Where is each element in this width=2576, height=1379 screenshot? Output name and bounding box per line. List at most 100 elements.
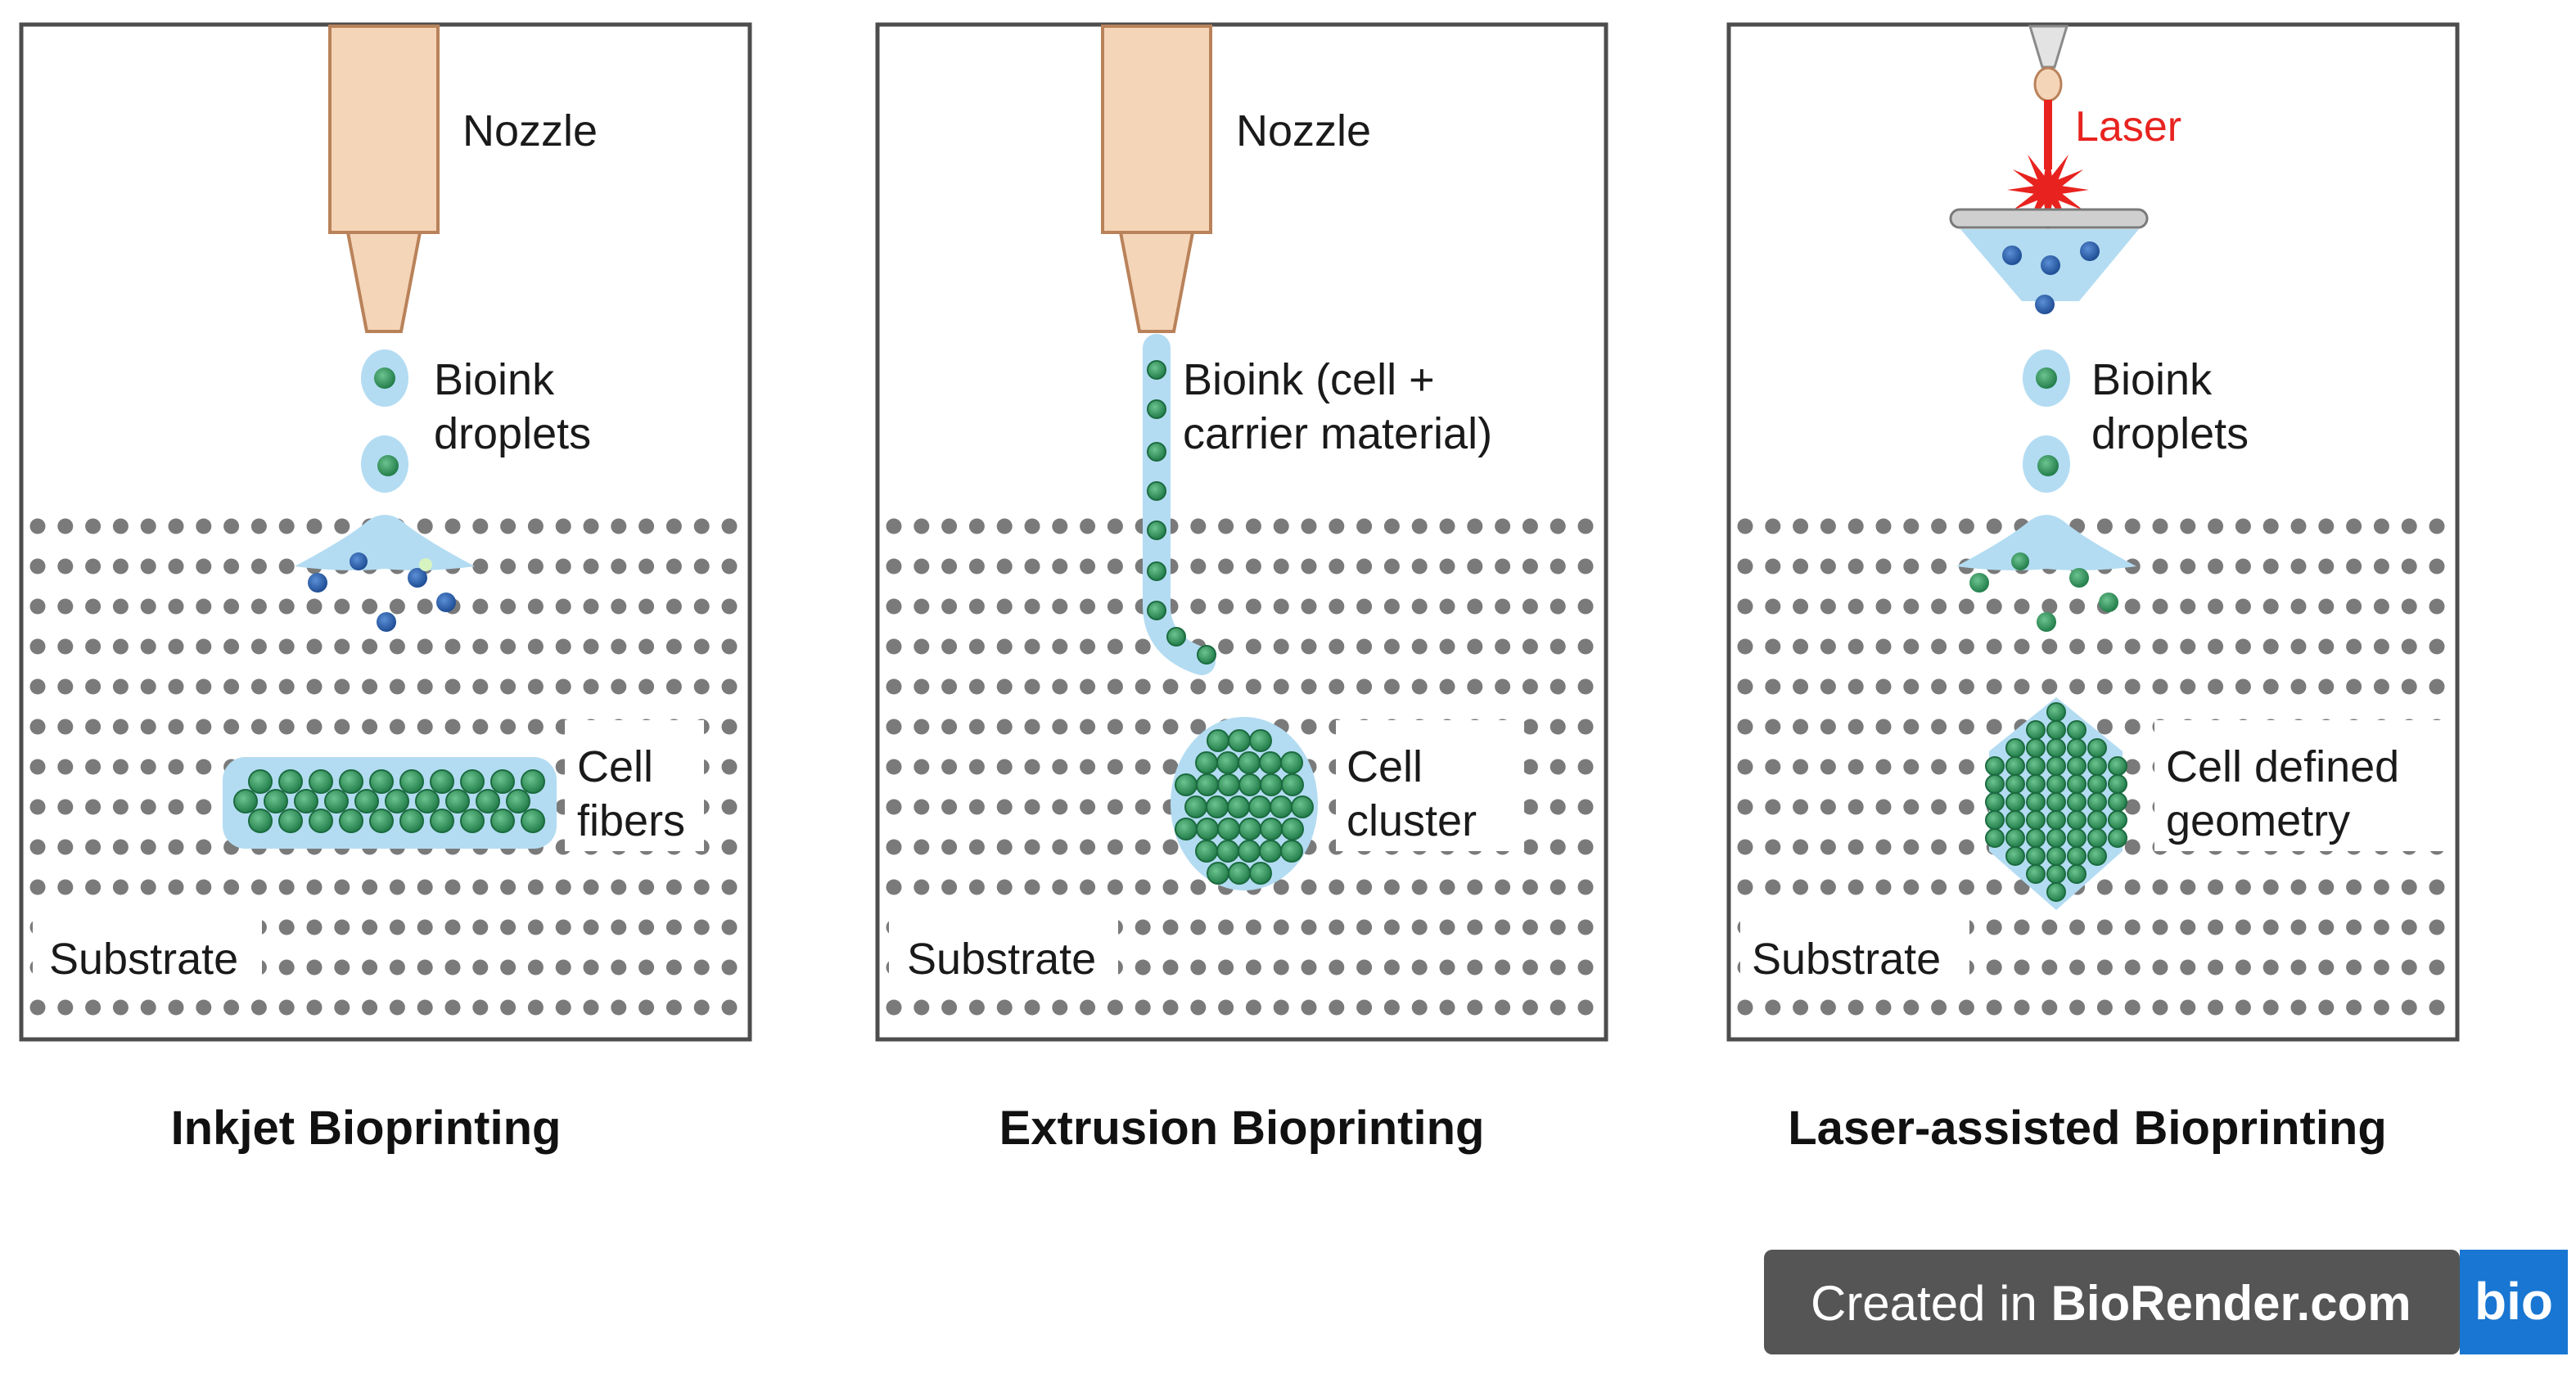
substrate-dot [1356,558,1373,575]
substrate-dot [886,638,902,655]
substrate-dot [1522,598,1538,615]
substrate-dot [472,719,489,735]
substrate-dot [1218,598,1234,615]
biorender-watermark[interactable]: Created in BioRender.com bio [1764,1250,2568,1354]
substrate-dot [555,879,571,895]
substrate-dot [417,678,433,695]
substrate-dot [2124,759,2141,775]
substrate-dot [1903,638,1920,655]
substrate-dot [140,518,156,534]
substrate-dot [1820,999,1836,1016]
substrate-dot [140,719,156,735]
substrate-dot [1765,879,1781,895]
substrate-label-bg [1740,918,1969,984]
substrate-dot [1383,919,1400,935]
cell-icon [1985,828,2005,848]
substrate-dot [1765,598,1781,615]
substrate-dot [85,799,102,815]
cell-icon [1260,773,1283,796]
cell-icon [2005,774,2025,794]
substrate-dot [1439,678,1455,695]
substrate-dot [1356,919,1373,935]
substrate-dot [914,638,930,655]
substrate-dot [886,999,902,1016]
substrate-dot [1107,759,1123,775]
dispersed-cells [308,552,456,632]
substrate-dot [721,919,738,935]
droplet-icon [361,349,408,407]
substrate-dot [140,638,156,655]
cell-icon [369,809,394,833]
substrate-dot [29,999,46,1016]
substrate-dot [1329,638,1345,655]
bioink-label: Bioink droplets [2091,355,2249,458]
cell-icon [506,789,530,813]
substrate-dot [1875,558,1892,575]
substrate-dot [472,638,489,655]
substrate-dot [611,638,627,655]
substrate-dot [1577,638,1594,655]
substrate-dot [1820,558,1836,575]
substrate-dot [168,999,184,1016]
result-label-bg [1336,720,1524,851]
cell-icon [2067,828,2087,848]
substrate-dot [1903,678,1920,695]
substrate-dot [2318,558,2335,575]
substrate-dot [140,598,156,615]
substrate-dot [223,999,240,1016]
substrate-dot [85,879,102,895]
substrate-dot [1931,839,1947,855]
cell-icon [1270,795,1293,818]
substrate-dot [168,598,184,615]
substrate-dot [306,999,323,1016]
substrate-dot [1162,759,1179,775]
substrate-dot [168,799,184,815]
substrate-dot [2096,959,2113,976]
substrate-dot [472,879,489,895]
cell-icon [2108,810,2127,830]
substrate-dot [2401,598,2417,615]
substrate-dot [2208,558,2224,575]
nozzle-icon [328,25,440,333]
substrate-dot [2235,558,2251,575]
substrate-dot [1273,678,1289,695]
substrate-dot [1356,518,1373,534]
nozzle-label: Nozzle [1236,106,1371,155]
substrate-dot [1958,598,1974,615]
substrate-dot [1577,518,1594,534]
substrate-dot [1522,719,1538,735]
substrate-dot [1024,638,1040,655]
substrate-dot [1931,999,1947,1016]
substrate-dot [2124,799,2141,815]
substrate-dot [1875,719,1892,735]
cell-icon [1206,795,1229,818]
substrate-dot [555,638,571,655]
substrate-dot [1793,719,1809,735]
cell-icon [2108,792,2127,812]
substrate-dot [1439,558,1455,575]
cell-icon [2046,774,2066,794]
cell-icon [1238,818,1261,840]
substrate-dot [2208,678,2224,695]
cell-icon [2087,846,2107,866]
substrate-dot [2152,518,2168,534]
substrate-dot [85,638,102,655]
substrate-label: Substrate [1752,935,1941,984]
substrate-label-bg [889,918,1118,984]
substrate-dot [886,879,902,895]
substrate-dot [1931,598,1947,615]
substrate-dot [1080,879,1096,895]
cell-icon [1195,751,1218,774]
substrate-dot [1329,879,1345,895]
substrate-dot [1737,598,1753,615]
substrate-dot [1467,638,1483,655]
substrate-dot [29,678,46,695]
substrate-dot [168,678,184,695]
cell-icon [1216,751,1239,774]
cell-icon [2046,702,2066,722]
cell-icon [445,789,470,813]
substrate-dot [2069,919,2086,935]
substrate-dot [1495,879,1511,895]
cell-icon [460,809,485,833]
substrate-dot [196,839,212,855]
